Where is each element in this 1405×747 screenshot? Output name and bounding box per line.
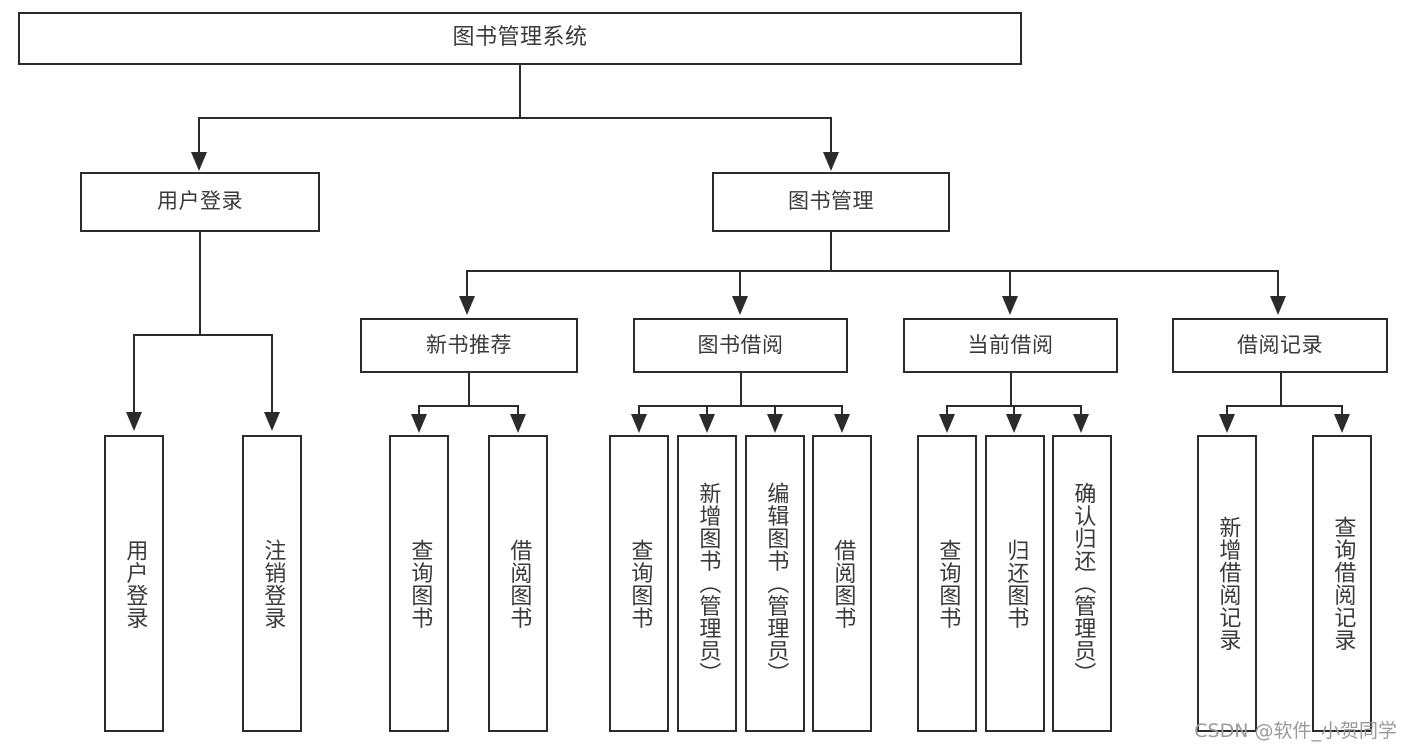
node-label: 查询图书	[627, 538, 653, 629]
arrow-to-leaf-logout	[264, 412, 280, 431]
connector-borrow-record-drop-1	[1226, 405, 1228, 417]
node-label: 查询图书	[407, 538, 433, 629]
node-label: 注销登录	[260, 538, 286, 629]
node-label: 查询借阅记录	[1330, 516, 1356, 651]
leaf-edit-book-admin[interactable]: 编辑图书（管理员）	[745, 435, 805, 732]
node-label: 查询图书	[935, 538, 961, 629]
node-label: 新书推荐	[426, 332, 512, 357]
arrow-to-current-borrow	[1002, 296, 1018, 315]
connector-borrow-record-stem	[1280, 373, 1282, 406]
leaf-user-login[interactable]: 用户登录	[104, 435, 164, 732]
connector-book-mgmt-drop-2	[739, 270, 741, 298]
node-label: 用户登录	[122, 538, 148, 629]
leaf-return-book[interactable]: 归还图书	[985, 435, 1045, 732]
arrow-to-leaf-edit-book	[767, 414, 783, 433]
connector-root-to-user-login	[198, 117, 200, 154]
connector-book-borrow-stem	[740, 373, 742, 406]
arrow-to-leaf-user-login	[126, 412, 142, 431]
node-label: 编辑图书（管理员）	[763, 482, 789, 685]
node-root-system[interactable]: 图书管理系统	[18, 12, 1022, 65]
arrow-to-book-borrow	[732, 296, 748, 315]
connector-borrow-record-drop-2	[1341, 405, 1343, 417]
leaf-borrow-book[interactable]: 借阅图书	[812, 435, 872, 732]
arrow-to-leaf-query-book-2	[631, 414, 647, 433]
arrow-to-book-mgmt	[823, 152, 839, 171]
arrow-to-leaf-borrow-book-2	[834, 414, 850, 433]
node-borrow-record[interactable]: 借阅记录	[1172, 318, 1388, 373]
leaf-confirm-return-admin[interactable]: 确认归还（管理员）	[1052, 435, 1112, 732]
connector-new-book-stem	[468, 373, 470, 406]
connector-user-login-drop-1	[133, 334, 135, 414]
node-book-management[interactable]: 图书管理	[712, 172, 950, 232]
connector-new-book-drop-1	[418, 405, 420, 417]
node-label: 当前借阅	[967, 332, 1054, 357]
node-label: 用户登录	[157, 189, 243, 214]
node-label: 新增借阅记录	[1215, 516, 1241, 651]
node-label: 借阅图书	[506, 538, 532, 629]
node-label: 图书管理系统	[452, 25, 588, 51]
watermark-text: CSDN @软件_小贺同学	[1194, 720, 1397, 742]
connector-root-to-book-mgmt	[830, 117, 832, 154]
connector-root-bus	[198, 117, 832, 119]
node-new-book-recommend[interactable]: 新书推荐	[360, 318, 578, 373]
connector-current-borrow-drop-2	[1013, 405, 1015, 417]
connector-root-stem	[519, 65, 521, 118]
connector-current-borrow-drop-3	[1080, 405, 1082, 417]
connector-book-mgmt-drop-3	[1009, 270, 1011, 298]
arrow-to-leaf-borrow-book-1	[510, 414, 526, 433]
connector-user-login-drop-2	[271, 334, 273, 414]
arrow-to-leaf-return-book	[1006, 414, 1022, 433]
arrow-to-borrow-record	[1270, 296, 1286, 315]
connector-user-login-bus	[133, 334, 272, 336]
leaf-logout[interactable]: 注销登录	[242, 435, 302, 732]
connector-book-borrow-drop-4	[841, 405, 843, 417]
node-book-borrow[interactable]: 图书借阅	[633, 318, 848, 373]
connector-book-borrow-drop-3	[774, 405, 776, 417]
node-label: 借阅图书	[830, 538, 856, 629]
node-label: 图书管理	[788, 189, 874, 214]
arrow-to-new-book-recommend	[459, 296, 475, 315]
arrow-to-leaf-confirm-return	[1073, 414, 1089, 433]
leaf-query-book-borrow[interactable]: 查询图书	[609, 435, 669, 732]
arrow-to-leaf-add-book	[699, 414, 715, 433]
connector-book-borrow-drop-1	[638, 405, 640, 417]
arrow-to-user-login	[191, 152, 207, 171]
arrow-to-leaf-add-record	[1219, 414, 1235, 433]
connector-current-borrow-stem	[1010, 373, 1012, 406]
connector-book-borrow-drop-2	[706, 405, 708, 417]
node-label: 归还图书	[1003, 538, 1029, 629]
arrow-to-leaf-query-record	[1334, 414, 1350, 433]
node-label: 新增图书（管理员）	[695, 482, 721, 685]
connector-book-mgmt-stem	[830, 232, 832, 272]
connector-current-borrow-drop-1	[946, 405, 948, 417]
node-label: 确认归还（管理员）	[1070, 482, 1096, 685]
leaf-borrow-book-recommend[interactable]: 借阅图书	[488, 435, 548, 732]
connector-book-mgmt-bus	[466, 270, 1278, 272]
connector-book-mgmt-drop-4	[1277, 270, 1279, 298]
arrow-to-leaf-query-book-1	[411, 414, 427, 433]
connector-new-book-drop-2	[517, 405, 519, 417]
node-label: 图书借阅	[697, 332, 784, 357]
node-user-login[interactable]: 用户登录	[80, 172, 320, 232]
leaf-query-book-current[interactable]: 查询图书	[917, 435, 977, 732]
arrow-to-leaf-query-book-3	[939, 414, 955, 433]
leaf-add-book-admin[interactable]: 新增图书（管理员）	[677, 435, 737, 732]
connector-user-login-stem	[199, 232, 201, 335]
connector-new-book-bus	[418, 405, 519, 407]
connector-book-borrow-bus	[638, 405, 843, 407]
leaf-query-borrow-record[interactable]: 查询借阅记录	[1312, 435, 1372, 732]
node-current-borrow[interactable]: 当前借阅	[903, 318, 1118, 373]
node-label: 借阅记录	[1237, 332, 1323, 357]
leaf-query-book-recommend[interactable]: 查询图书	[389, 435, 449, 732]
leaf-add-borrow-record[interactable]: 新增借阅记录	[1197, 435, 1257, 732]
connector-book-mgmt-drop-1	[466, 270, 468, 298]
connector-borrow-record-bus	[1226, 405, 1343, 407]
